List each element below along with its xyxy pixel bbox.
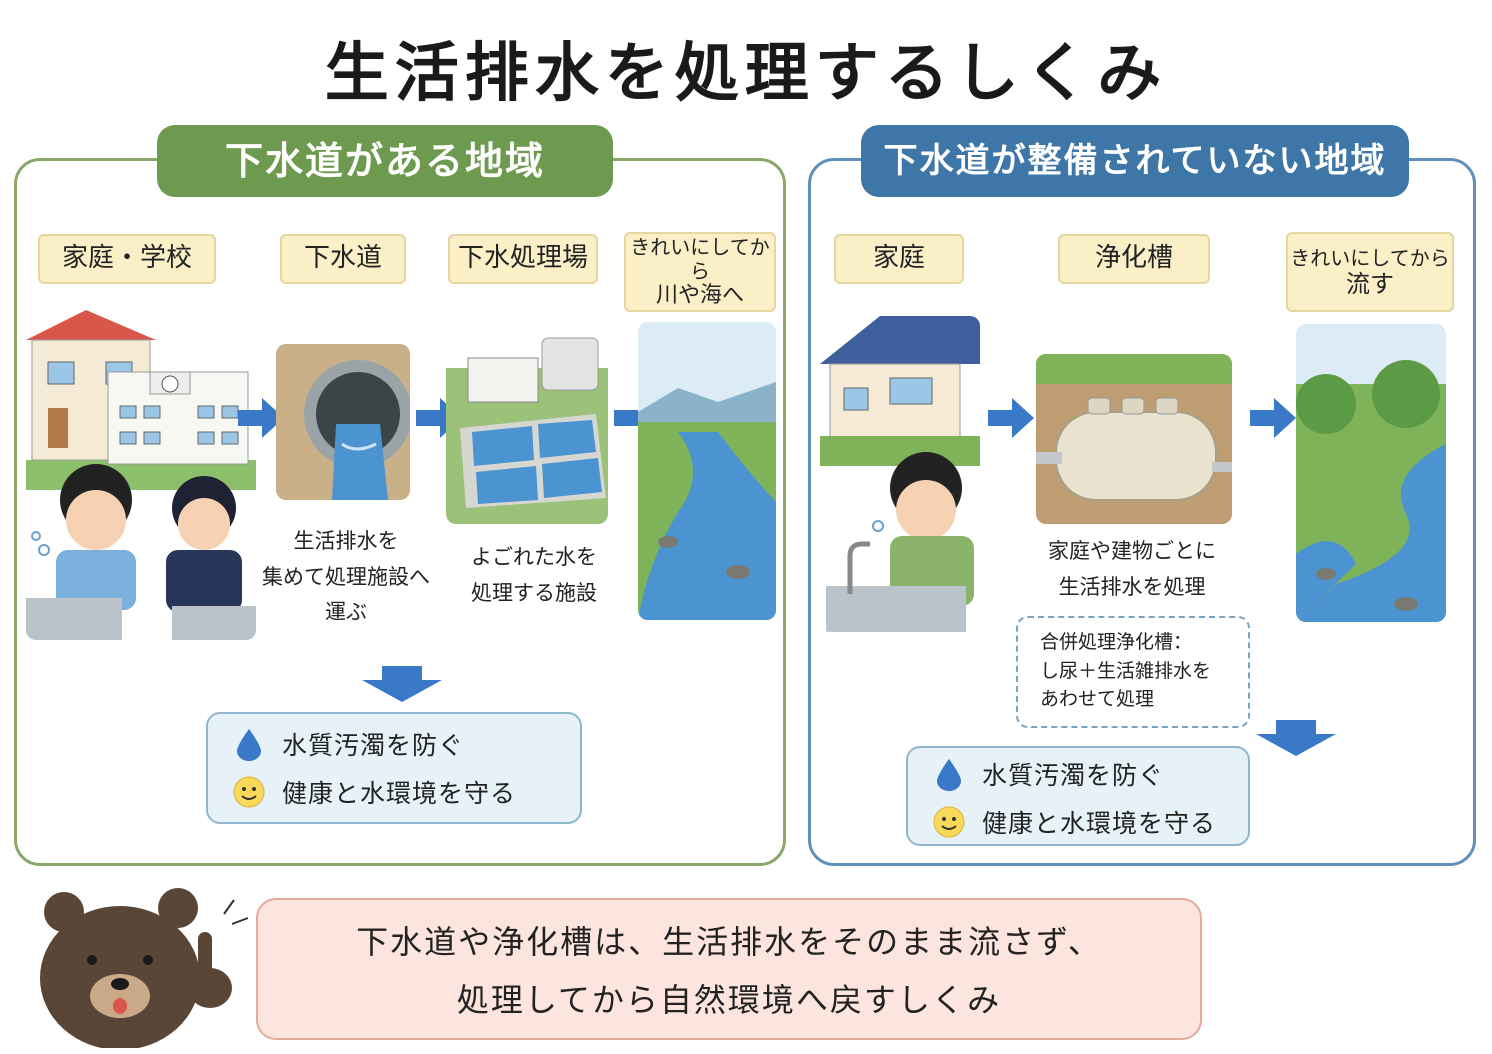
step-label-discharge: きれいにしてから 流す — [1286, 232, 1454, 312]
river-illustration — [638, 322, 776, 620]
caption-septic-line1: 家庭や建物ごとに — [1048, 539, 1216, 563]
caption-septic-tank: 家庭や建物ごとに 生活排水を処理 — [1026, 534, 1238, 605]
caption-plant-line2: 処理する施設 — [471, 580, 597, 605]
page-title: 生活排水を処理するしくみ — [324, 37, 1168, 111]
benefit-item: 水質汚濁を防ぐ — [208, 720, 580, 768]
arrow-right-icon — [1250, 398, 1296, 438]
arrow-right-icon — [238, 398, 284, 438]
caption-sewer-line1: 生活排水を — [293, 529, 399, 553]
benefit-text: 健康と水環境を守る — [982, 809, 1217, 838]
benefit-item: 健康と水環境を守る — [908, 798, 1248, 846]
caption-plant-line1: よごれた水を — [471, 545, 597, 569]
step-label-home: 家庭 — [834, 234, 964, 284]
step-label-septic-tank: 浄化槽 — [1058, 234, 1210, 284]
step-label-to-river-line1: きれいにしてから — [630, 234, 770, 283]
panel-header-sewer: 下水道がある地域 — [157, 125, 613, 197]
benefit-text: 水質汚濁を防ぐ — [982, 761, 1165, 790]
septic-tank-illustration — [1036, 354, 1232, 524]
arrow-right-icon — [988, 398, 1034, 438]
house-school-illustration — [26, 310, 256, 640]
step-label-to-river-line2: 川や海へ — [655, 282, 744, 308]
summary-line1: 下水道や浄化槽は、生活排水をそのまま流さず、 — [356, 923, 1102, 961]
note-line2: し尿＋生活雑排水を — [1040, 659, 1212, 682]
panel-header-no-sewer: 下水道が整備されていない地域 — [861, 125, 1409, 197]
water-drop-icon — [930, 755, 968, 793]
step-label-discharge-line1: きれいにしてから — [1290, 245, 1450, 270]
benefit-text: 水質汚濁を防ぐ — [282, 731, 465, 760]
septic-tank-note: 合併処理浄化槽： し尿＋生活雑排水を あわせて処理 — [1016, 616, 1250, 728]
caption-treatment-plant: よごれた水を 処理する施設 — [446, 540, 622, 611]
river-illustration — [1296, 324, 1446, 622]
step-label-discharge-line2: 流す — [1346, 269, 1394, 298]
summary-line2: 処理してから自然環境へ戻すしくみ — [456, 980, 1002, 1019]
treatment-plant-illustration — [446, 328, 608, 524]
step-label-to-river: きれいにしてから 川や海へ — [624, 232, 776, 312]
benefit-box-sewer: 水質汚濁を防ぐ 健康と水環境を守る — [206, 712, 582, 824]
caption-sewer-line2: 集めて処理施設へ — [262, 564, 430, 589]
note-line1: 合併処理浄化槽： — [1040, 631, 1193, 653]
benefit-box-septic: 水質汚濁を防ぐ 健康と水環境を守る — [906, 746, 1250, 846]
home-illustration — [820, 316, 980, 632]
smiley-icon — [230, 773, 268, 811]
water-drop-icon — [230, 725, 268, 763]
arrow-down-icon — [1256, 720, 1336, 756]
arrow-down-icon — [362, 666, 442, 702]
caption-sewer: 生活排水を 集めて処理施設へ 運ぶ — [258, 524, 434, 631]
step-label-home-school: 家庭・学校 — [38, 234, 216, 284]
note-line3: あわせて処理 — [1040, 688, 1155, 710]
caption-septic-line2: 生活排水を処理 — [1058, 574, 1206, 599]
bear-mascot — [28, 878, 258, 1050]
step-label-treatment-plant: 下水処理場 — [448, 234, 598, 284]
caption-sewer-line3: 運ぶ — [325, 600, 367, 625]
step-label-sewer: 下水道 — [280, 234, 406, 284]
benefit-item: 健康と水環境を守る — [208, 768, 580, 816]
sewer-pipe-illustration — [276, 344, 410, 500]
smiley-icon — [930, 803, 968, 841]
summary-message: 下水道や浄化槽は、生活排水をそのまま流さず、 処理してから自然環境へ戻すしくみ — [256, 898, 1202, 1040]
benefit-text: 健康と水環境を守る — [282, 779, 517, 808]
benefit-item: 水質汚濁を防ぐ — [908, 750, 1248, 798]
